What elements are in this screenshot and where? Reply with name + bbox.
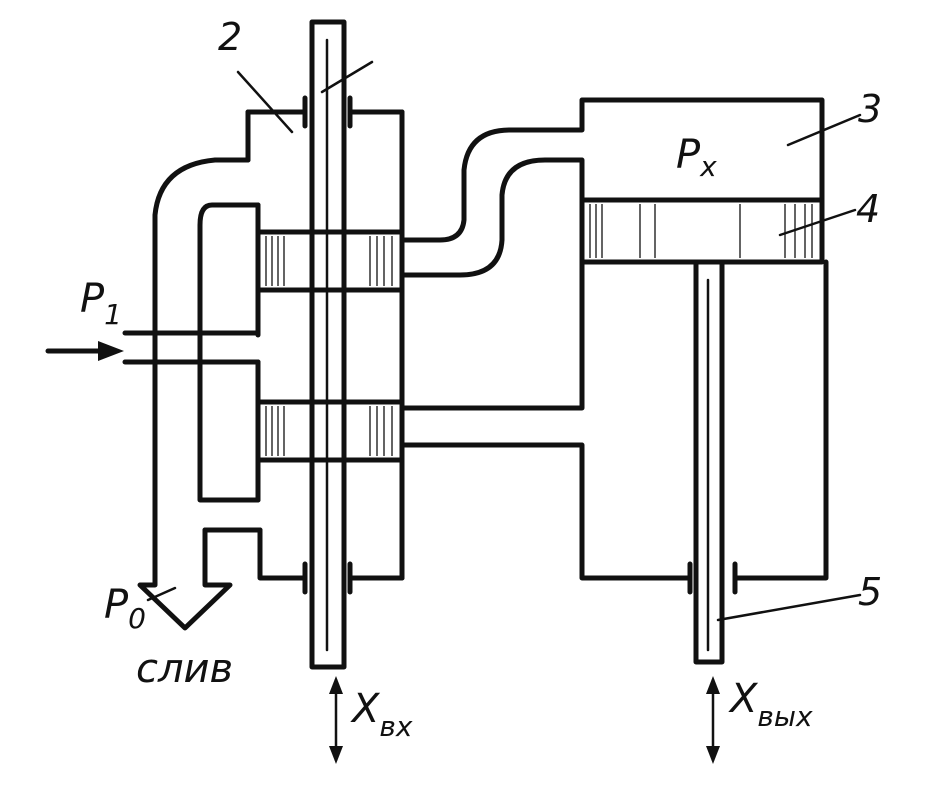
- leader-lines: [146, 60, 862, 622]
- lower-channel: [399, 259, 829, 595]
- callout-5: 5: [858, 570, 882, 614]
- spool-rod: [309, 19, 347, 670]
- power-piston: [579, 197, 825, 265]
- pressure-0-symbol: P: [104, 582, 129, 628]
- supply-arrow-icon: [98, 341, 124, 361]
- callout-3: 3: [858, 87, 882, 131]
- pressure-0-subscript: 0: [128, 602, 146, 635]
- pressure-1-label: P1: [80, 276, 122, 331]
- spool-land-upper: [255, 229, 405, 293]
- input-motion-arrow-icon: [329, 676, 343, 764]
- drain-channel: [137, 157, 263, 631]
- pressure-1-symbol: P: [80, 276, 105, 322]
- output-motion-arrow-icon: [706, 676, 720, 764]
- output-rod: [693, 259, 725, 665]
- pressure-x-label: Px: [676, 132, 717, 183]
- pressure-x-symbol: P: [676, 132, 701, 178]
- output-symbol: X: [728, 676, 759, 722]
- upper-channel: [399, 97, 825, 278]
- callout-2: 2: [218, 15, 242, 59]
- input-subscript: вх: [379, 710, 413, 743]
- pressure-x-subscript: x: [699, 150, 717, 183]
- spool-land-lower: [255, 399, 405, 463]
- valve-body: [245, 95, 405, 595]
- output-subscript: вых: [757, 700, 813, 733]
- input-symbol: X: [350, 686, 381, 732]
- input-displacement-label: Xвх: [350, 686, 413, 743]
- supply-inlet: [45, 330, 261, 365]
- pressure-0-label: P0: [104, 582, 146, 635]
- output-displacement-label: Xвых: [728, 676, 813, 733]
- pressure-1-subscript: 1: [104, 298, 122, 331]
- callout-4: 4: [856, 187, 880, 231]
- drain-label: слив: [136, 646, 233, 692]
